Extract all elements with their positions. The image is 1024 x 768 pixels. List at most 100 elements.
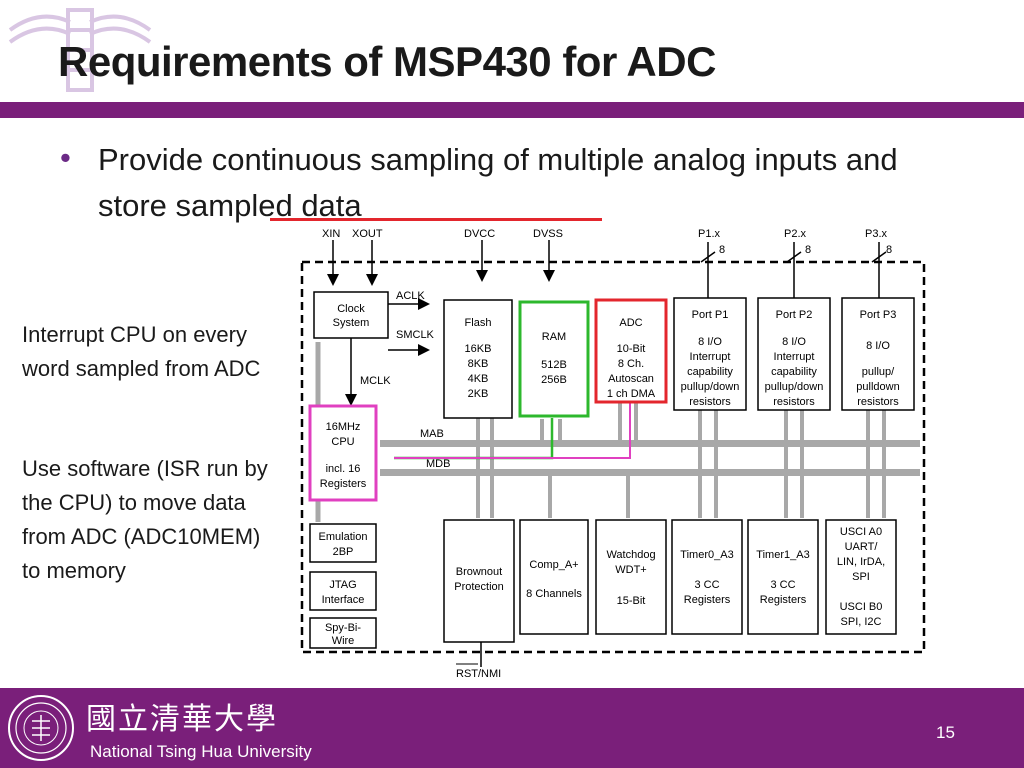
red-underline (270, 218, 602, 221)
port-p1-line-3: Interrupt (690, 351, 731, 363)
cpu-block (308, 404, 378, 502)
timer1-block (747, 519, 819, 635)
mdb-bus (380, 469, 920, 476)
clock-system-block (313, 291, 389, 339)
comp-a-line-2: 8 Channels (526, 588, 582, 600)
cpu-line-3: incl. 16 (326, 463, 361, 475)
spy-bi-wire-block (309, 617, 377, 649)
port-p1-block (673, 297, 747, 411)
adc-line-1: ADC (619, 317, 642, 329)
port-p2-line-5: pullup/down (765, 381, 824, 393)
adc-line-2: 10-Bit (617, 343, 646, 355)
comp-a-line-1: Comp_A+ (529, 559, 578, 571)
ram-block (518, 300, 590, 418)
port-p2-line-4: capability (771, 366, 817, 378)
signal-smclk: SMCLK (396, 329, 435, 341)
jtag-line-2: Interface (322, 594, 365, 606)
page-number: 15 (936, 723, 955, 742)
pin-p1: P1.x (698, 228, 721, 240)
port-p3-block (841, 297, 915, 411)
pin-xin: XIN (322, 228, 340, 240)
emulation-line-1: Emulation (319, 531, 368, 543)
port-p2-line-1: Port P2 (776, 309, 813, 321)
port-p3-line-3: pullup/ (862, 366, 895, 378)
pin-count-p3: 8 (886, 244, 892, 256)
jtag-block (309, 571, 377, 611)
university-name-chinese: 國立清華大學 (86, 702, 278, 737)
port-p2-block (757, 297, 831, 411)
usci-block (825, 519, 897, 635)
emulation-line-2: 2BP (333, 546, 354, 558)
timer1-line-2: 3 CC (770, 579, 795, 591)
usci-line-6: SPI, I2C (841, 616, 882, 628)
port-p2-line-3: Interrupt (774, 351, 815, 363)
emulation-block (309, 523, 377, 563)
usci-line-2: UART/ (845, 541, 879, 553)
signal-mclk: MCLK (360, 375, 391, 387)
pin-dvss: DVSS (533, 228, 563, 240)
adc-line-5: 1 ch DMA (607, 388, 656, 400)
jtag-line-1: JTAG (329, 579, 356, 591)
port-p1-line-2: 8 I/O (698, 336, 722, 348)
watchdog-line-2: WDT+ (615, 564, 646, 576)
adc-block (594, 298, 668, 404)
port-p1-line-4: capability (687, 366, 733, 378)
pin-rst: RST/NMI (456, 668, 501, 680)
pin-p3: P3.x (865, 228, 888, 240)
brownout-line-2: Protection (454, 581, 504, 593)
port-p3-line-1: Port P3 (860, 309, 897, 321)
ram-line-1: RAM (542, 331, 566, 343)
watchdog-line-1: Watchdog (606, 549, 655, 561)
title-divider (0, 102, 1024, 118)
clock-line-1: Clock (337, 303, 365, 315)
port-p3-line-5: resistors (857, 396, 899, 408)
signal-aclk: ACLK (396, 290, 425, 302)
ram-line-2: 512B (541, 359, 567, 371)
flash-block (443, 299, 513, 419)
port-p2-line-6: resistors (773, 396, 815, 408)
port-p3-line-2: 8 I/O (866, 340, 890, 352)
timer0-block (671, 519, 743, 635)
flash-line-1: Flash (465, 317, 492, 329)
green-path (394, 418, 554, 460)
port-p2-line-2: 8 I/O (782, 336, 806, 348)
flash-line-2: 16KB (465, 343, 492, 355)
spy-bi-wire-line-2: Wire (332, 635, 355, 647)
adc-line-4: Autoscan (608, 373, 654, 385)
cpu-line-2: CPU (331, 436, 354, 448)
footer-bar (0, 688, 1024, 768)
pin-xout: XOUT (352, 228, 383, 240)
timer0-line-1: Timer0_A3 (680, 549, 733, 561)
cpu-line-4: Registers (320, 478, 367, 490)
cpu-line-1: 16MHz (326, 421, 361, 433)
usci-line-1: USCI A0 (840, 526, 882, 538)
watchdog-line-3: 15-Bit (617, 595, 646, 607)
port-p1-line-1: Port P1 (692, 309, 729, 321)
brownout-line-1: Brownout (456, 566, 502, 578)
timer1-line-3: Registers (760, 594, 807, 606)
flash-line-4: 4KB (468, 373, 489, 385)
pin-dvcc: DVCC (464, 228, 495, 240)
pin-p2: P2.x (784, 228, 807, 240)
brownout-block (443, 519, 515, 643)
spy-bi-wire-line-1: Spy-Bi- (325, 622, 361, 634)
university-name-english: National Tsing Hua University (90, 742, 312, 761)
comp-a-block (519, 519, 589, 635)
usci-line-5: USCI B0 (840, 601, 883, 613)
watchdog-block (595, 519, 667, 635)
adc-line-3: 8 Ch. (618, 358, 644, 370)
msp430-block-diagram: XIN XOUT DVCC DVSS P1.x P2.x P3.x 8 8 8 … (300, 228, 926, 680)
side-note-software: Use software (ISR run by the CPU) to mov… (22, 456, 268, 583)
timer1-line-1: Timer1_A3 (756, 549, 809, 561)
pin-count-p2: 8 (805, 244, 811, 256)
mab-bus (380, 440, 920, 447)
signal-mab: MAB (420, 428, 444, 440)
usci-line-4: SPI (852, 571, 870, 583)
magenta-path (394, 402, 631, 459)
port-p1-line-6: resistors (689, 396, 731, 408)
timer0-line-3: Registers (684, 594, 731, 606)
side-note-interrupt: Interrupt CPU on every word sampled from… (22, 322, 261, 381)
clock-line-2: System (333, 317, 370, 329)
slide-title: Requirements of MSP430 for ADC (58, 38, 716, 85)
signal-mdb: MDB (426, 458, 450, 470)
